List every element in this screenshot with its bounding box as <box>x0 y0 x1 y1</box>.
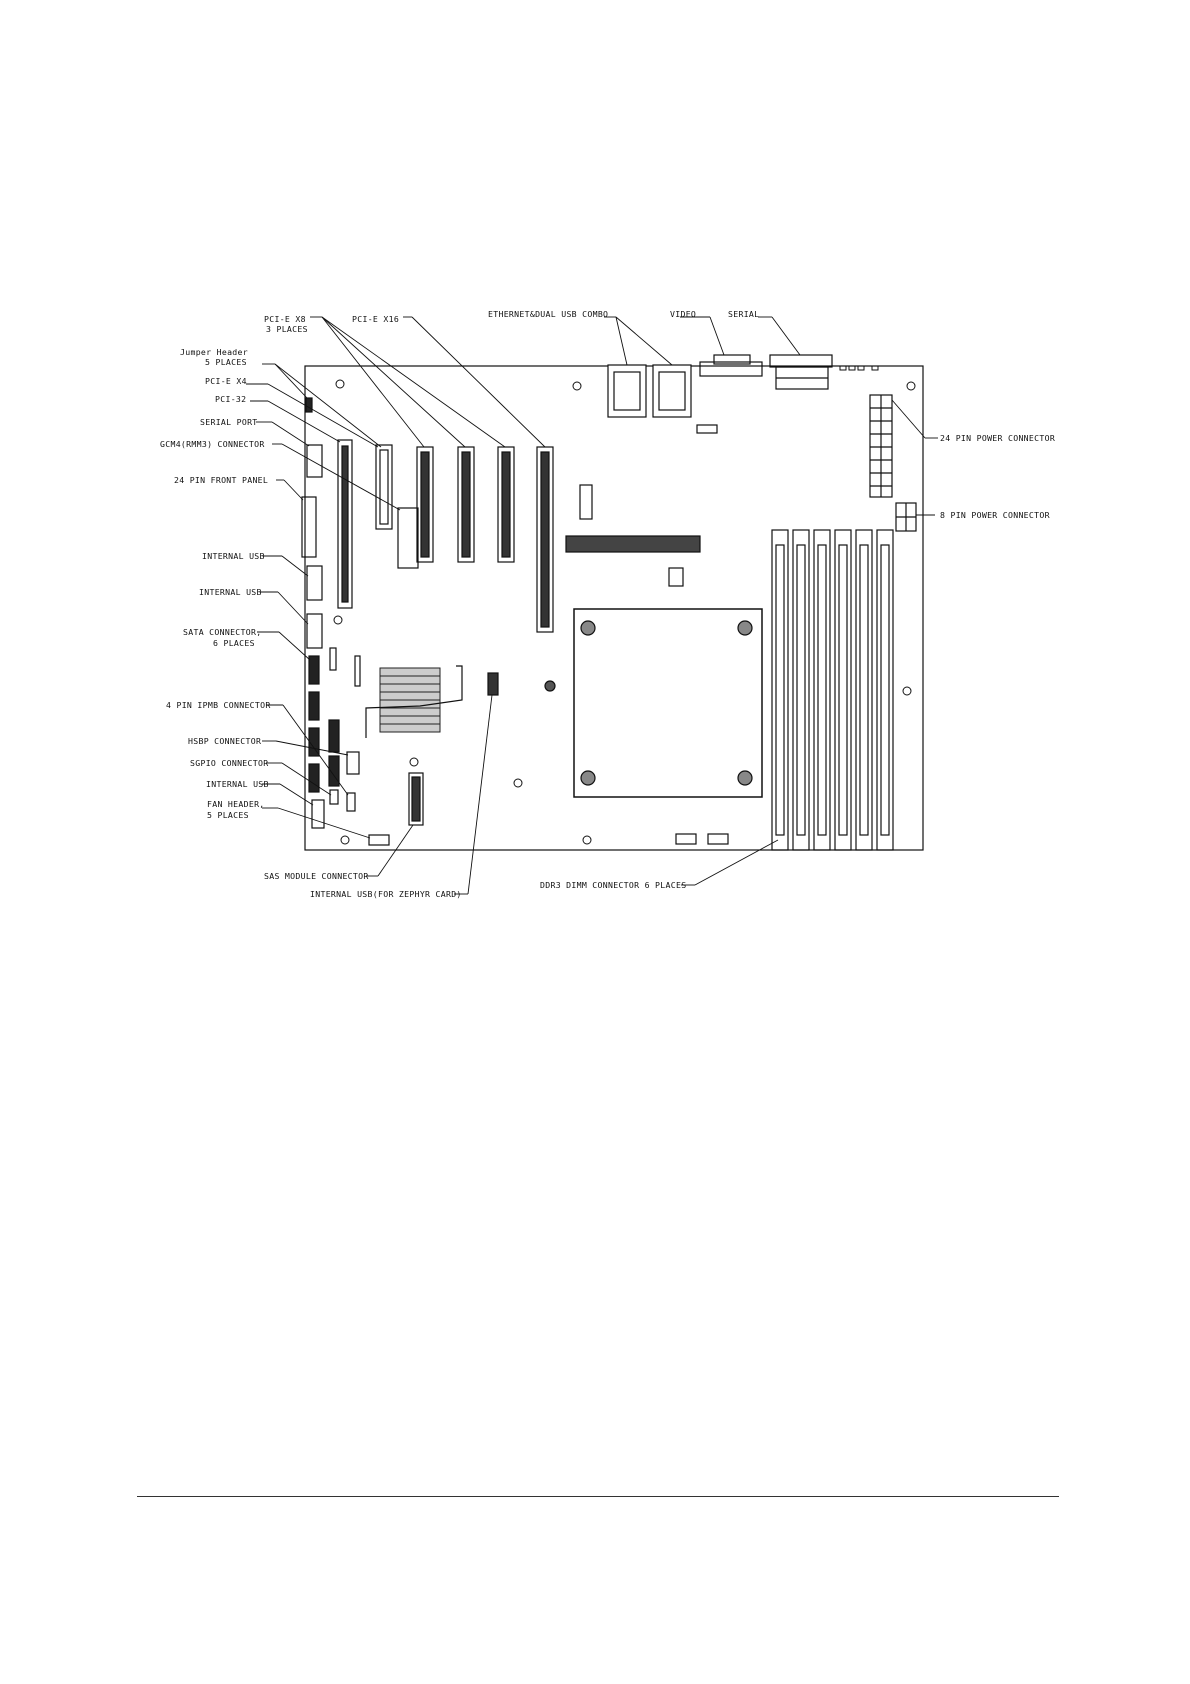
label-ddr3-dimm: DDR3 DIMM CONNECTOR 6 PLACES <box>540 880 686 890</box>
label-serial-port: SERIAL PORT <box>200 417 258 427</box>
label-serial: SERIAL <box>728 309 759 319</box>
label-internal-usb-zephyr: INTERNAL USB(FOR ZEPHYR CARD) <box>310 889 462 899</box>
label-sas-module: SAS MODULE CONNECTOR <box>264 871 369 881</box>
jumper-small <box>329 647 337 671</box>
label-hsbp: HSBP CONNECTOR <box>188 736 261 746</box>
cpu-socket <box>573 608 763 798</box>
label-sata-places: 6 PLACES <box>213 638 255 648</box>
vrm-heatsink <box>565 535 701 553</box>
hsbp-connector-part <box>346 751 360 775</box>
jumper-block <box>305 397 313 413</box>
label-jumper-places: 5 PLACES <box>205 357 247 367</box>
fan-header-2 <box>675 833 697 845</box>
small-chip <box>579 484 593 520</box>
serial-rear-connector <box>769 354 833 390</box>
label-sata: SATA CONNECTOR, <box>183 627 261 637</box>
gcm4-module <box>397 507 419 569</box>
pcie-x8-slot-2 <box>457 446 475 563</box>
label-pcie-x8: PCI-E X8 <box>264 314 306 324</box>
label-jumper-header: Jumper Header <box>180 347 248 357</box>
pcie-x8-slot-1 <box>416 446 434 563</box>
zephyr-usb-header <box>487 672 499 696</box>
standoff <box>544 680 556 692</box>
label-video: VIDEO <box>670 309 696 319</box>
label-fan-header: FAN HEADER, <box>207 799 265 809</box>
internal-usb-header-2 <box>306 613 323 649</box>
sata-connectors <box>308 655 340 793</box>
pcie-x8-slot-3 <box>497 446 515 563</box>
chipset-heatsink <box>379 667 441 733</box>
sas-module-connector <box>408 772 424 826</box>
label-pcie-x16: PCI-E X16 <box>352 314 399 324</box>
power-24pin-connector <box>869 394 893 498</box>
ethernet-usb-combo <box>607 364 692 418</box>
sgpio-connector-part <box>329 789 339 805</box>
serial-port-header <box>306 444 323 478</box>
dimm-slots <box>771 529 894 851</box>
internal-usb-header-1 <box>306 565 323 601</box>
label-front-panel: 24 PIN FRONT PANEL <box>174 475 268 485</box>
label-gcm4: GCM4(RMM3) CONNECTOR <box>160 439 265 449</box>
label-pcie-x4: PCI-E X4 <box>205 376 247 386</box>
small-header-2 <box>668 567 684 587</box>
label-internal-usb-1: INTERNAL USB <box>202 551 265 561</box>
leader-lines <box>246 316 938 895</box>
pci-32-slot <box>337 439 353 609</box>
fan-header-3 <box>707 833 729 845</box>
ipmb-connector-part <box>346 792 356 812</box>
label-power-8pin: 8 PIN POWER CONNECTOR <box>940 510 1050 520</box>
label-internal-usb-3: INTERNAL USB <box>206 779 269 789</box>
mounting-holes <box>333 379 916 845</box>
leds <box>839 365 879 371</box>
trace <box>365 665 463 738</box>
label-fan-places: 5 PLACES <box>207 810 249 820</box>
jumper-small-2 <box>354 655 361 687</box>
label-internal-usb-2: INTERNAL USB <box>199 587 262 597</box>
label-ipmb: 4 PIN IPMB CONNECTOR <box>166 700 271 710</box>
label-ethernet-usb: ETHERNET&DUAL USB COMBO <box>488 309 608 319</box>
labels: PCI-E X8 3 PLACES PCI-E X16 ETHERNET&DUA… <box>160 309 1055 899</box>
board-outline <box>304 365 924 851</box>
small-header <box>696 424 718 434</box>
label-pcie-x8-places: 3 PLACES <box>266 324 308 334</box>
pcie-x4-slot <box>375 444 393 530</box>
video-connector <box>699 354 763 377</box>
fan-header-1 <box>368 834 390 846</box>
front-panel-header <box>301 496 317 558</box>
label-pci-32: PCI-32 <box>215 394 246 404</box>
power-8pin-connector <box>895 502 917 532</box>
internal-usb-header-3 <box>311 799 325 829</box>
footer-divider <box>137 1496 1059 1497</box>
label-sgpio: SGPIO CONNECTOR <box>190 758 268 768</box>
label-power-24pin: 24 PIN POWER CONNECTOR <box>940 433 1055 443</box>
